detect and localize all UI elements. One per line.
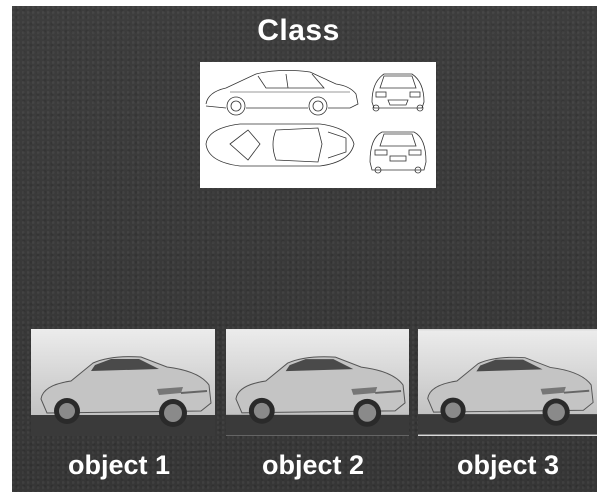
- class-blueprint-image: [200, 62, 436, 188]
- object-1-label: object 1: [68, 450, 171, 480]
- object-2-label: object 2: [262, 450, 365, 480]
- object-3-label: object 3: [457, 450, 560, 480]
- object-1-car-photo: [31, 329, 215, 436]
- object-3-car-photo: [418, 329, 597, 436]
- object-2-car-photo: [226, 329, 409, 436]
- slide-title: Class: [257, 14, 340, 47]
